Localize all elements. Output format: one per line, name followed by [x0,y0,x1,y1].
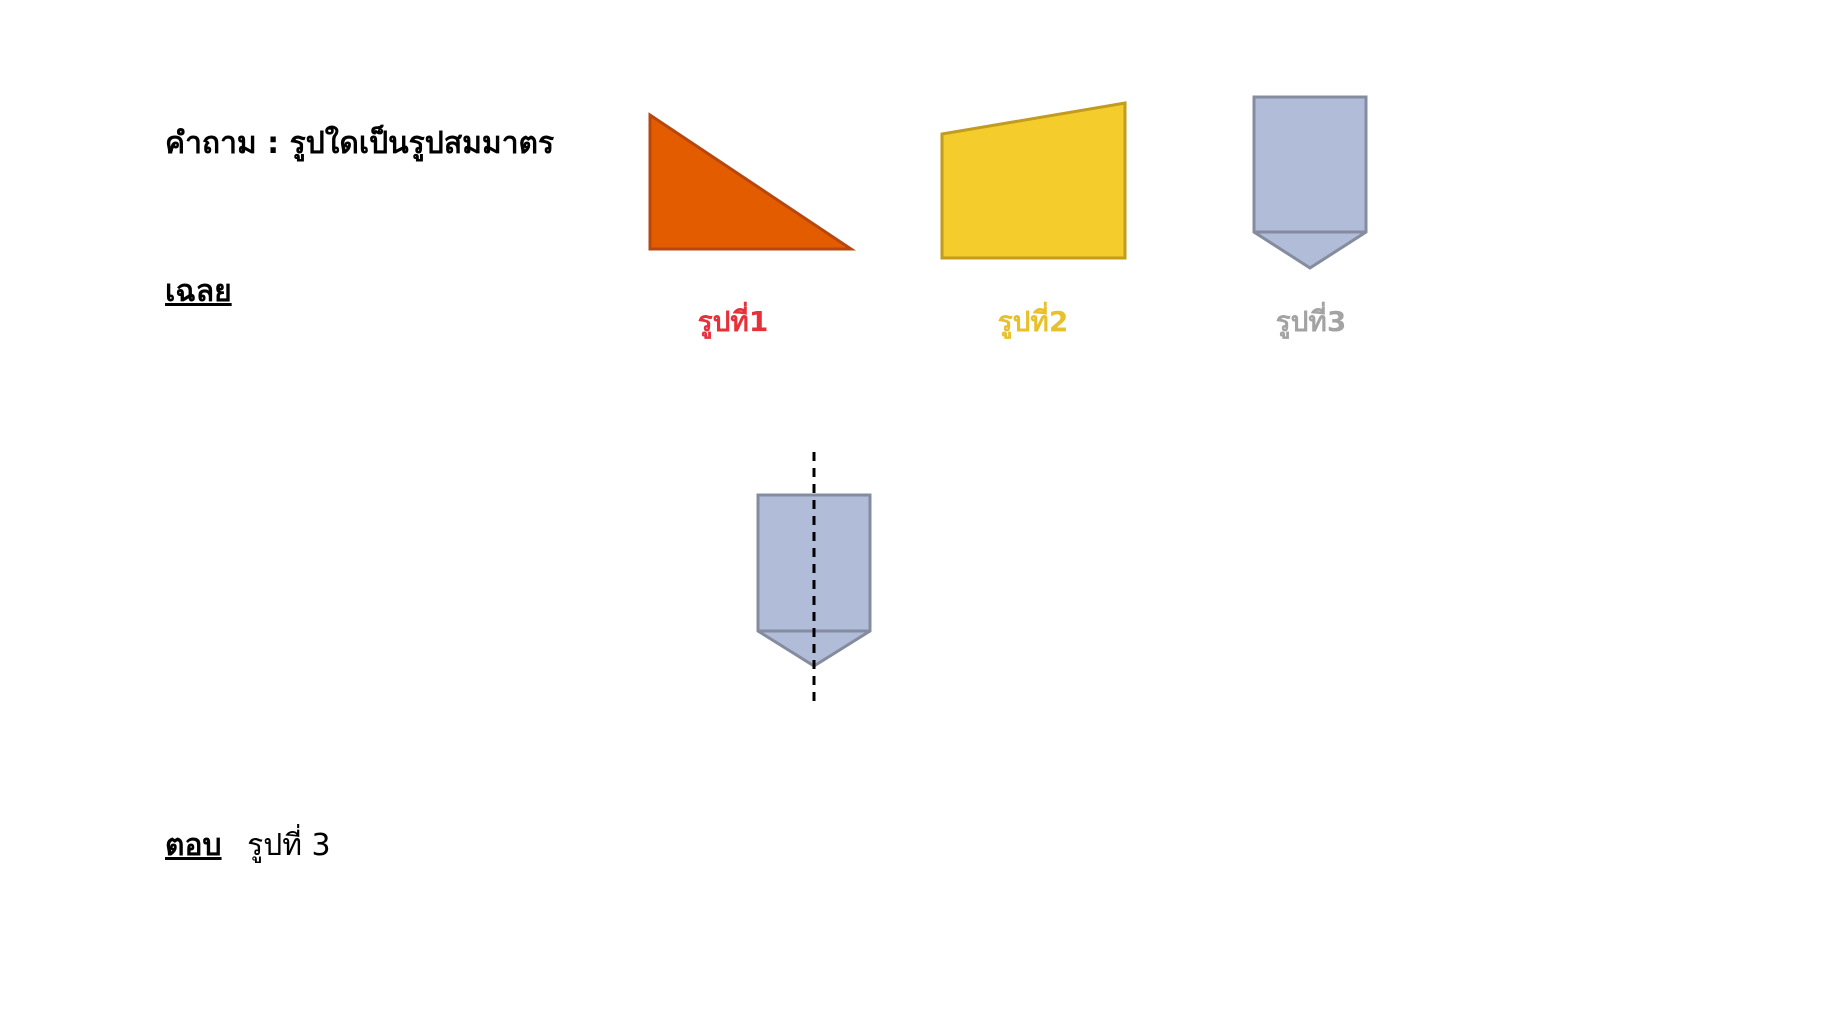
solution-label: เฉลย [165,274,232,309]
figure-3-pentagon [1252,95,1368,270]
figure-2-trapezoid [940,101,1127,260]
figure-1-triangle [648,112,856,251]
answer-value: รูปที่ 3 [247,828,331,863]
figure-2-caption: รูปที่2 [997,305,1069,338]
figure-1-caption: รูปที่1 [697,305,769,338]
symmetry-demo [756,452,872,702]
answer-label: ตอบ [165,828,222,863]
question-text: คำถาม : รูปใดเป็นรูปสมมาตร [165,126,555,161]
figure-3-caption: รูปที่3 [1275,305,1347,338]
answer-row: ตอบ รูปที่ 3 [165,822,331,869]
